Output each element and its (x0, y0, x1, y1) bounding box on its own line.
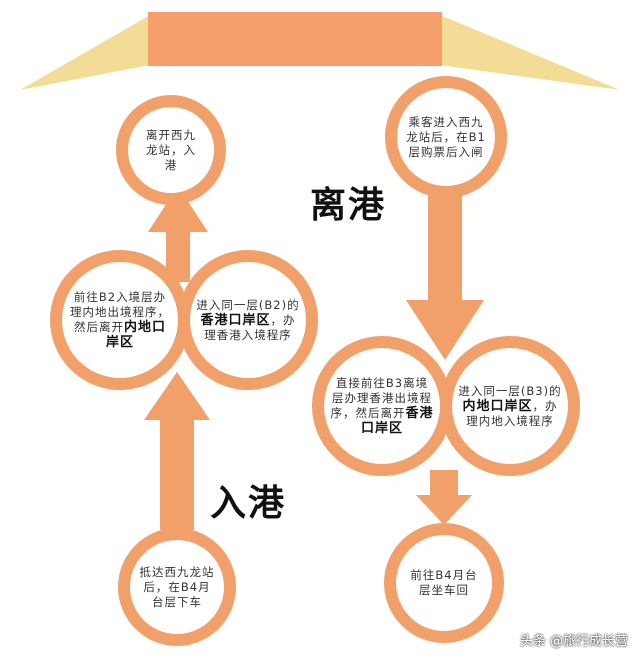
departure-step-enter-station: 乘客进入西九龙站后，在B1层购票后入闸 (385, 76, 507, 198)
banner-right-wing (440, 15, 620, 90)
arrival-step-mainland-exit-text: 前往B2入境层办理内地出境程序，然后离开内地口岸区 (64, 290, 176, 350)
departure-step-mainland-entry-text: 进入同一层(B3)的内地口岸区，办理内地入境程序 (454, 384, 566, 429)
departure-hk-exit-highlight: 香港口岸区 (360, 406, 434, 436)
arrival-step-platform: 抵达西九龙站后，在B4月台层下车 (118, 528, 236, 646)
banner-bar (148, 12, 442, 66)
departure-step-platform-text: 前往B4月台层坐车回 (410, 568, 478, 597)
arrival-step-exit-station-text: 离开西九龙站，入港 (146, 127, 196, 172)
departure-step-enter-station-text: 乘客进入西九龙站后，在B1层购票后入闸 (406, 114, 486, 159)
departure-step-hk-exit: 直接前往B3离境层办理香港出境程序，然后离开香港口岸区 (312, 336, 452, 476)
arrival-arrow-upper (148, 186, 208, 282)
arrival-step-mainland-exit: 前往B2入境层办理内地出境程序，然后离开内地口岸区 (50, 250, 190, 390)
arrival-step-hk-entry: 进入同一层(B2)的香港口岸区，办理香港入境程序 (178, 250, 318, 390)
arrival-step-platform-text: 抵达西九龙站后，在B4月台层下车 (139, 564, 215, 609)
departure-title: 离港 (310, 185, 387, 226)
arrival-hk-entry-highlight: 香港口岸区 (200, 312, 271, 328)
arrival-step-exit-station: 离开西九龙站，入港 (116, 95, 226, 205)
arrival-arrow-lower (144, 372, 210, 530)
departure-mainland-entry-post: ，办理内地入境程序 (466, 398, 558, 428)
departure-step-platform: 前往B4月台层坐车回 (384, 523, 504, 643)
watermark: 头条 @旅行成长营 (519, 634, 628, 649)
departure-arrow-lower (416, 470, 472, 525)
arrival-hk-entry-pre: 进入同一层(B2)的 (196, 297, 300, 312)
departure-arrow-upper (406, 185, 484, 360)
arrival-mainland-exit-desc: 前往B2入境层办理内地出境程序，然后离开 (70, 290, 170, 334)
arrival-step-hk-entry-text: 进入同一层(B2)的香港口岸区，办理香港入境程序 (192, 298, 304, 343)
departure-step-mainland-entry: 进入同一层(B3)的内地口岸区，办理内地入境程序 (440, 336, 580, 476)
arrival-title: 入港 (210, 483, 287, 524)
arrival-hk-entry-post: ，办理香港入境程序 (204, 312, 296, 342)
departure-mainland-entry-highlight: 内地口岸区 (462, 398, 533, 414)
departure-mainland-entry-pre: 进入同一层(B3)的 (458, 383, 562, 398)
arrival-mainland-exit-highlight: 内地口岸区 (105, 320, 166, 350)
banner-left-wing (20, 15, 150, 90)
departure-step-hk-exit-text: 直接前往B3离境层办理香港出境程序，然后离开香港口岸区 (326, 376, 438, 436)
departure-hk-exit-desc: 直接前往B3离境层办理香港出境程序，然后离开 (330, 376, 432, 420)
